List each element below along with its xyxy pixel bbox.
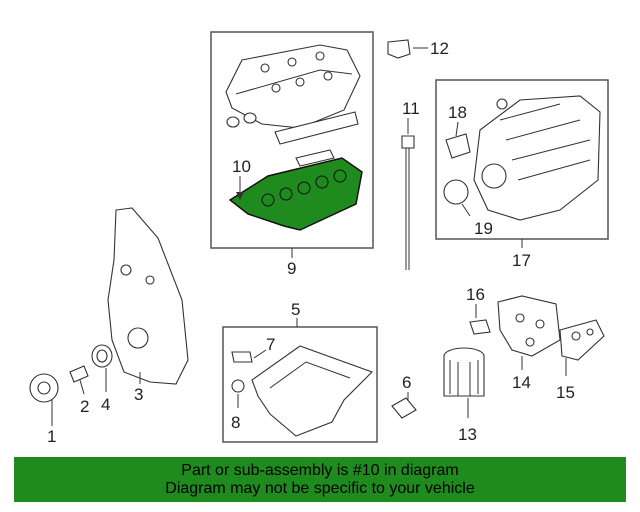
callout-14: 14 bbox=[512, 373, 531, 392]
valve-cover-gasket-highlighted bbox=[228, 157, 363, 231]
callout-9: 9 bbox=[287, 259, 296, 278]
callout-11: 11 bbox=[402, 99, 420, 118]
bracket-14-shape bbox=[497, 295, 561, 370]
callout-4: 4 bbox=[101, 395, 110, 414]
callout-16: 16 bbox=[466, 285, 485, 304]
callout-15: 15 bbox=[556, 383, 575, 402]
parts-diagram: 10 9 12 11 18 19 17 3 1 bbox=[29, 31, 609, 446]
bolt-2-shape bbox=[69, 365, 89, 395]
gasket-15-shape bbox=[559, 319, 605, 376]
timing-cover-shape bbox=[107, 207, 189, 385]
oil-pan-group-box bbox=[222, 326, 378, 443]
callout-12: 12 bbox=[430, 39, 449, 58]
pulley-shape bbox=[29, 373, 59, 403]
callout-19: 19 bbox=[474, 219, 493, 238]
oil-pan-shape bbox=[231, 345, 374, 437]
bolt-16-shape bbox=[469, 304, 491, 335]
callout-1: 1 bbox=[47, 427, 56, 446]
seal-4-shape bbox=[91, 344, 113, 392]
part-12-shape bbox=[387, 39, 428, 59]
callout-2: 2 bbox=[80, 397, 89, 416]
callout-5: 5 bbox=[291, 300, 300, 319]
callout-7: 7 bbox=[266, 335, 275, 354]
dipstick-shape bbox=[401, 118, 415, 270]
callout-13: 13 bbox=[458, 425, 477, 444]
callout-18: 18 bbox=[448, 103, 467, 122]
part-6-shape bbox=[391, 392, 417, 419]
oil-filter-shape bbox=[443, 347, 485, 418]
callout-8: 8 bbox=[231, 413, 240, 432]
info-banner: Part or sub-assembly is #10 in diagram D… bbox=[14, 457, 626, 502]
banner-line-1: Part or sub-assembly is #10 in diagram bbox=[181, 462, 459, 479]
intake-manifold-shape bbox=[443, 95, 601, 221]
valve-cover-shape bbox=[225, 44, 361, 167]
callout-3: 3 bbox=[134, 385, 143, 404]
banner-line-2: Diagram may not be specific to your vehi… bbox=[165, 480, 475, 497]
callout-6: 6 bbox=[402, 373, 411, 392]
callout-17: 17 bbox=[512, 251, 531, 270]
callout-10: 10 bbox=[232, 157, 251, 176]
